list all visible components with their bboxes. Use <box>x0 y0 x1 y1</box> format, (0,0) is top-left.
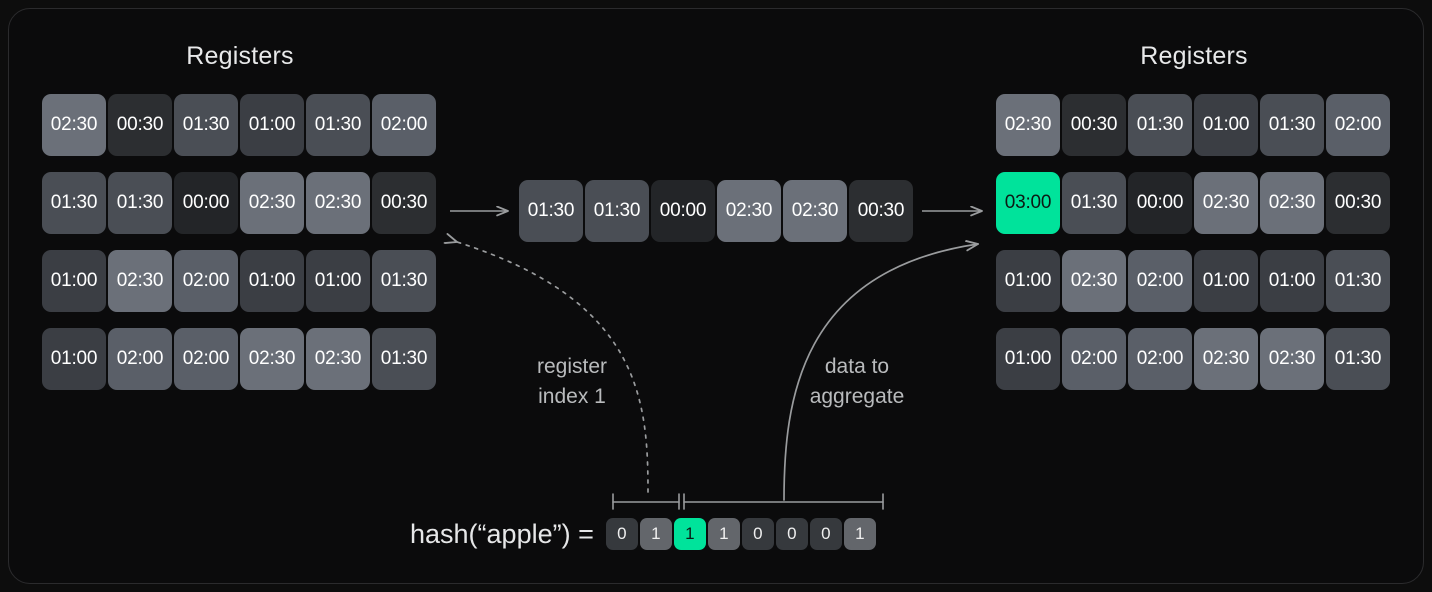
register-cell: 02:30 <box>1194 172 1258 234</box>
register-cell: 02:30 <box>306 172 370 234</box>
register-cell: 01:30 <box>372 250 436 312</box>
register-cell: 01:30 <box>1326 328 1390 390</box>
register-cell: 01:30 <box>372 328 436 390</box>
register-cell: 00:00 <box>1128 172 1192 234</box>
left-panel-title: Registers <box>186 42 294 70</box>
hash-bit: 1 <box>639 518 672 550</box>
register-cell: 01:00 <box>306 250 370 312</box>
register-cell: 02:00 <box>174 250 238 312</box>
register-cell: 01:00 <box>240 250 304 312</box>
register-cell: 02:30 <box>783 180 847 242</box>
register-cell: 00:30 <box>1326 172 1390 234</box>
register-cell: 03:00 <box>996 172 1060 234</box>
register-cell: 01:00 <box>996 250 1060 312</box>
register-cell: 00:30 <box>108 94 172 156</box>
hash-bit: 1 <box>707 518 740 550</box>
register-cell: 00:00 <box>174 172 238 234</box>
register-cell: 00:30 <box>849 180 913 242</box>
register-cell: 02:30 <box>996 94 1060 156</box>
register-cell: 00:30 <box>372 172 436 234</box>
register-cell: 01:30 <box>1128 94 1192 156</box>
data-to-aggregate-label: data to aggregate <box>809 355 905 408</box>
register-cell: 02:30 <box>42 94 106 156</box>
register-cell: 02:30 <box>306 328 370 390</box>
register-cell: 01:30 <box>585 180 649 242</box>
register-cell: 02:00 <box>1062 328 1126 390</box>
register-cell: 02:00 <box>108 328 172 390</box>
register-cell: 02:30 <box>240 328 304 390</box>
register-cell: 01:00 <box>42 250 106 312</box>
register-cell: 01:00 <box>996 328 1060 390</box>
register-cell: 02:30 <box>1062 250 1126 312</box>
hash-bit: 1 <box>673 518 706 550</box>
right-panel-title: Registers <box>1140 42 1248 70</box>
register-cell: 01:30 <box>306 94 370 156</box>
register-cell: 01:30 <box>1062 172 1126 234</box>
register-cell: 02:30 <box>717 180 781 242</box>
register-cell: 02:30 <box>108 250 172 312</box>
hash-bit: 0 <box>809 518 842 550</box>
register-cell: 01:30 <box>1326 250 1390 312</box>
register-cell: 01:00 <box>240 94 304 156</box>
register-cell: 02:30 <box>1260 328 1324 390</box>
hash-bit: 0 <box>741 518 774 550</box>
register-cell: 01:00 <box>1194 250 1258 312</box>
register-cell: 00:00 <box>651 180 715 242</box>
register-cell: 02:30 <box>240 172 304 234</box>
register-cell: 02:00 <box>372 94 436 156</box>
register-cell: 01:00 <box>42 328 106 390</box>
register-cell: 00:30 <box>1062 94 1126 156</box>
register-cell: 01:30 <box>108 172 172 234</box>
hash-bit: 0 <box>605 518 638 550</box>
register-cell: 02:00 <box>1326 94 1390 156</box>
register-cell: 02:00 <box>1128 250 1192 312</box>
register-cell: 02:30 <box>1260 172 1324 234</box>
register-cell: 01:30 <box>174 94 238 156</box>
register-cell: 01:00 <box>1260 250 1324 312</box>
hash-bit: 0 <box>775 518 808 550</box>
hash-expression-label: hash(“apple”) = <box>410 518 594 549</box>
hash-bit: 1 <box>843 518 876 550</box>
register-cell: 01:30 <box>519 180 583 242</box>
register-cell: 02:00 <box>174 328 238 390</box>
register-cell: 02:00 <box>1128 328 1192 390</box>
register-index-label: register index 1 <box>536 355 608 408</box>
register-cell: 01:30 <box>42 172 106 234</box>
register-cell: 01:00 <box>1194 94 1258 156</box>
register-cell: 01:30 <box>1260 94 1324 156</box>
register-cell: 02:30 <box>1194 328 1258 390</box>
